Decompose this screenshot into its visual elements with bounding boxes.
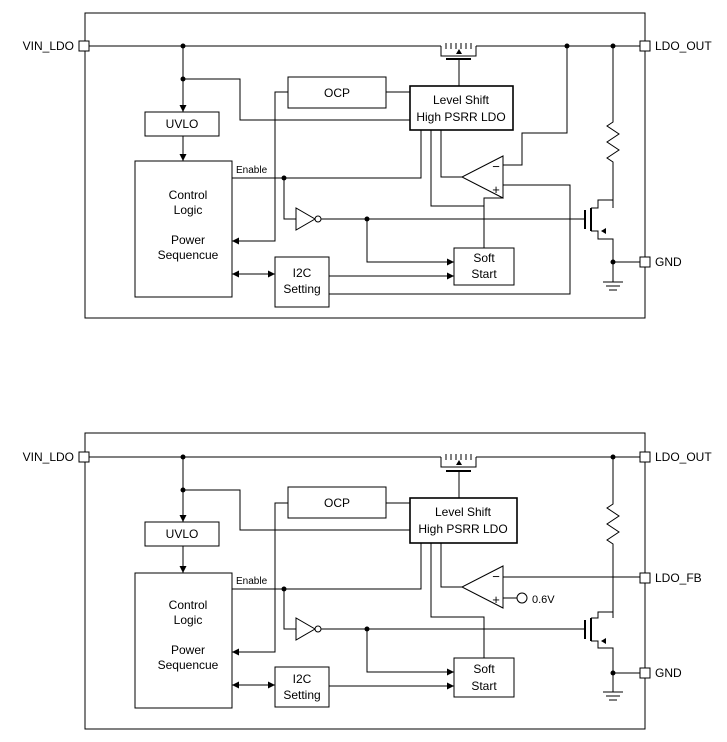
inverter-symbol [295,617,316,641]
ground-symbol [603,673,623,701]
i2c-block [274,256,330,308]
pin-gnd [639,256,651,268]
level-shift-label-1: Level Shift [433,93,490,107]
control-label-3: Power [171,233,205,247]
uvlo-block [144,521,220,547]
pulldown-transistor [584,611,640,676]
control-label-4: Sequencue [158,248,219,262]
uvlo-label: UVLO [166,527,199,541]
pin-ldo-fb [639,572,651,584]
enable-label: Enable [236,165,268,176]
soft-start-block [453,657,515,698]
pin-ldo-out-label: LDO_OUT [655,450,712,464]
error-amplifier [460,155,504,199]
control-logic-block [134,160,233,298]
uvlo-label: UVLO [166,117,199,131]
ocp-block [287,486,387,519]
ground-symbol [603,262,623,291]
pin-gnd-label: GND [655,255,682,269]
level-shift-block [409,85,514,131]
ocp-label: OCP [324,86,350,100]
error-amplifier [460,565,504,609]
reference-source [516,592,528,604]
uvlo-block [144,111,220,137]
soft-start-block [453,247,515,286]
pin-ldo-out [639,40,651,52]
soft-start-label-1: Soft [473,251,495,265]
i2c-label-2: Setting [283,688,320,702]
pin-ldo-fb-label: LDO_FB [655,571,702,585]
pin-gnd-label: GND [655,666,682,680]
chip-boundary [84,12,646,319]
control-label-2: Logic [174,613,203,627]
control-label-4: Sequencue [158,658,219,672]
i2c-label-2: Setting [283,282,320,296]
diagram-1: VIN_LDO LDO_OUT GND UVLO OCP [23,12,712,319]
control-label-3: Power [171,643,205,657]
pin-ldo-out [639,451,651,463]
pin-vin [78,451,90,463]
pin-vin [78,40,90,52]
control-label-1: Control [169,188,208,202]
feedback-resistor [606,46,620,208]
inverter-symbol [295,207,316,231]
level-shift-block [409,497,518,544]
pin-vin-label: VIN_LDO [23,39,74,53]
level-shift-label-1: Level Shift [435,505,492,519]
pass-transistor [440,454,477,498]
soft-start-label-2: Start [471,267,497,281]
pin-vin-label: VIN_LDO [23,450,74,464]
amp-minus: − [492,159,500,174]
reference-voltage-label: 0.6V [532,594,555,606]
pin-gnd [639,667,651,679]
amp-plus: + [492,182,500,197]
control-label-1: Control [169,598,208,612]
i2c-label-1: I2C [293,266,312,280]
diagram-2: VIN_LDO LDO_OUT LDO_FB GND UVLO OCP [23,432,712,730]
control-logic-block [134,572,233,709]
discharge-resistor [606,457,620,618]
pulldown-transistor [584,199,640,265]
enable-label: Enable [236,576,268,587]
i2c-label-1: I2C [293,672,312,686]
soft-start-label-1: Soft [473,662,495,676]
ocp-label: OCP [324,496,350,510]
amp-plus: + [492,592,500,607]
amp-minus: − [492,569,500,584]
soft-start-label-2: Start [471,679,497,693]
pass-transistor [440,43,477,86]
level-shift-label-2: High PSRR LDO [418,522,507,536]
pin-ldo-out-label: LDO_OUT [655,39,712,53]
i2c-block [274,666,330,708]
level-shift-label-2: High PSRR LDO [416,110,505,124]
control-label-2: Logic [174,203,203,217]
